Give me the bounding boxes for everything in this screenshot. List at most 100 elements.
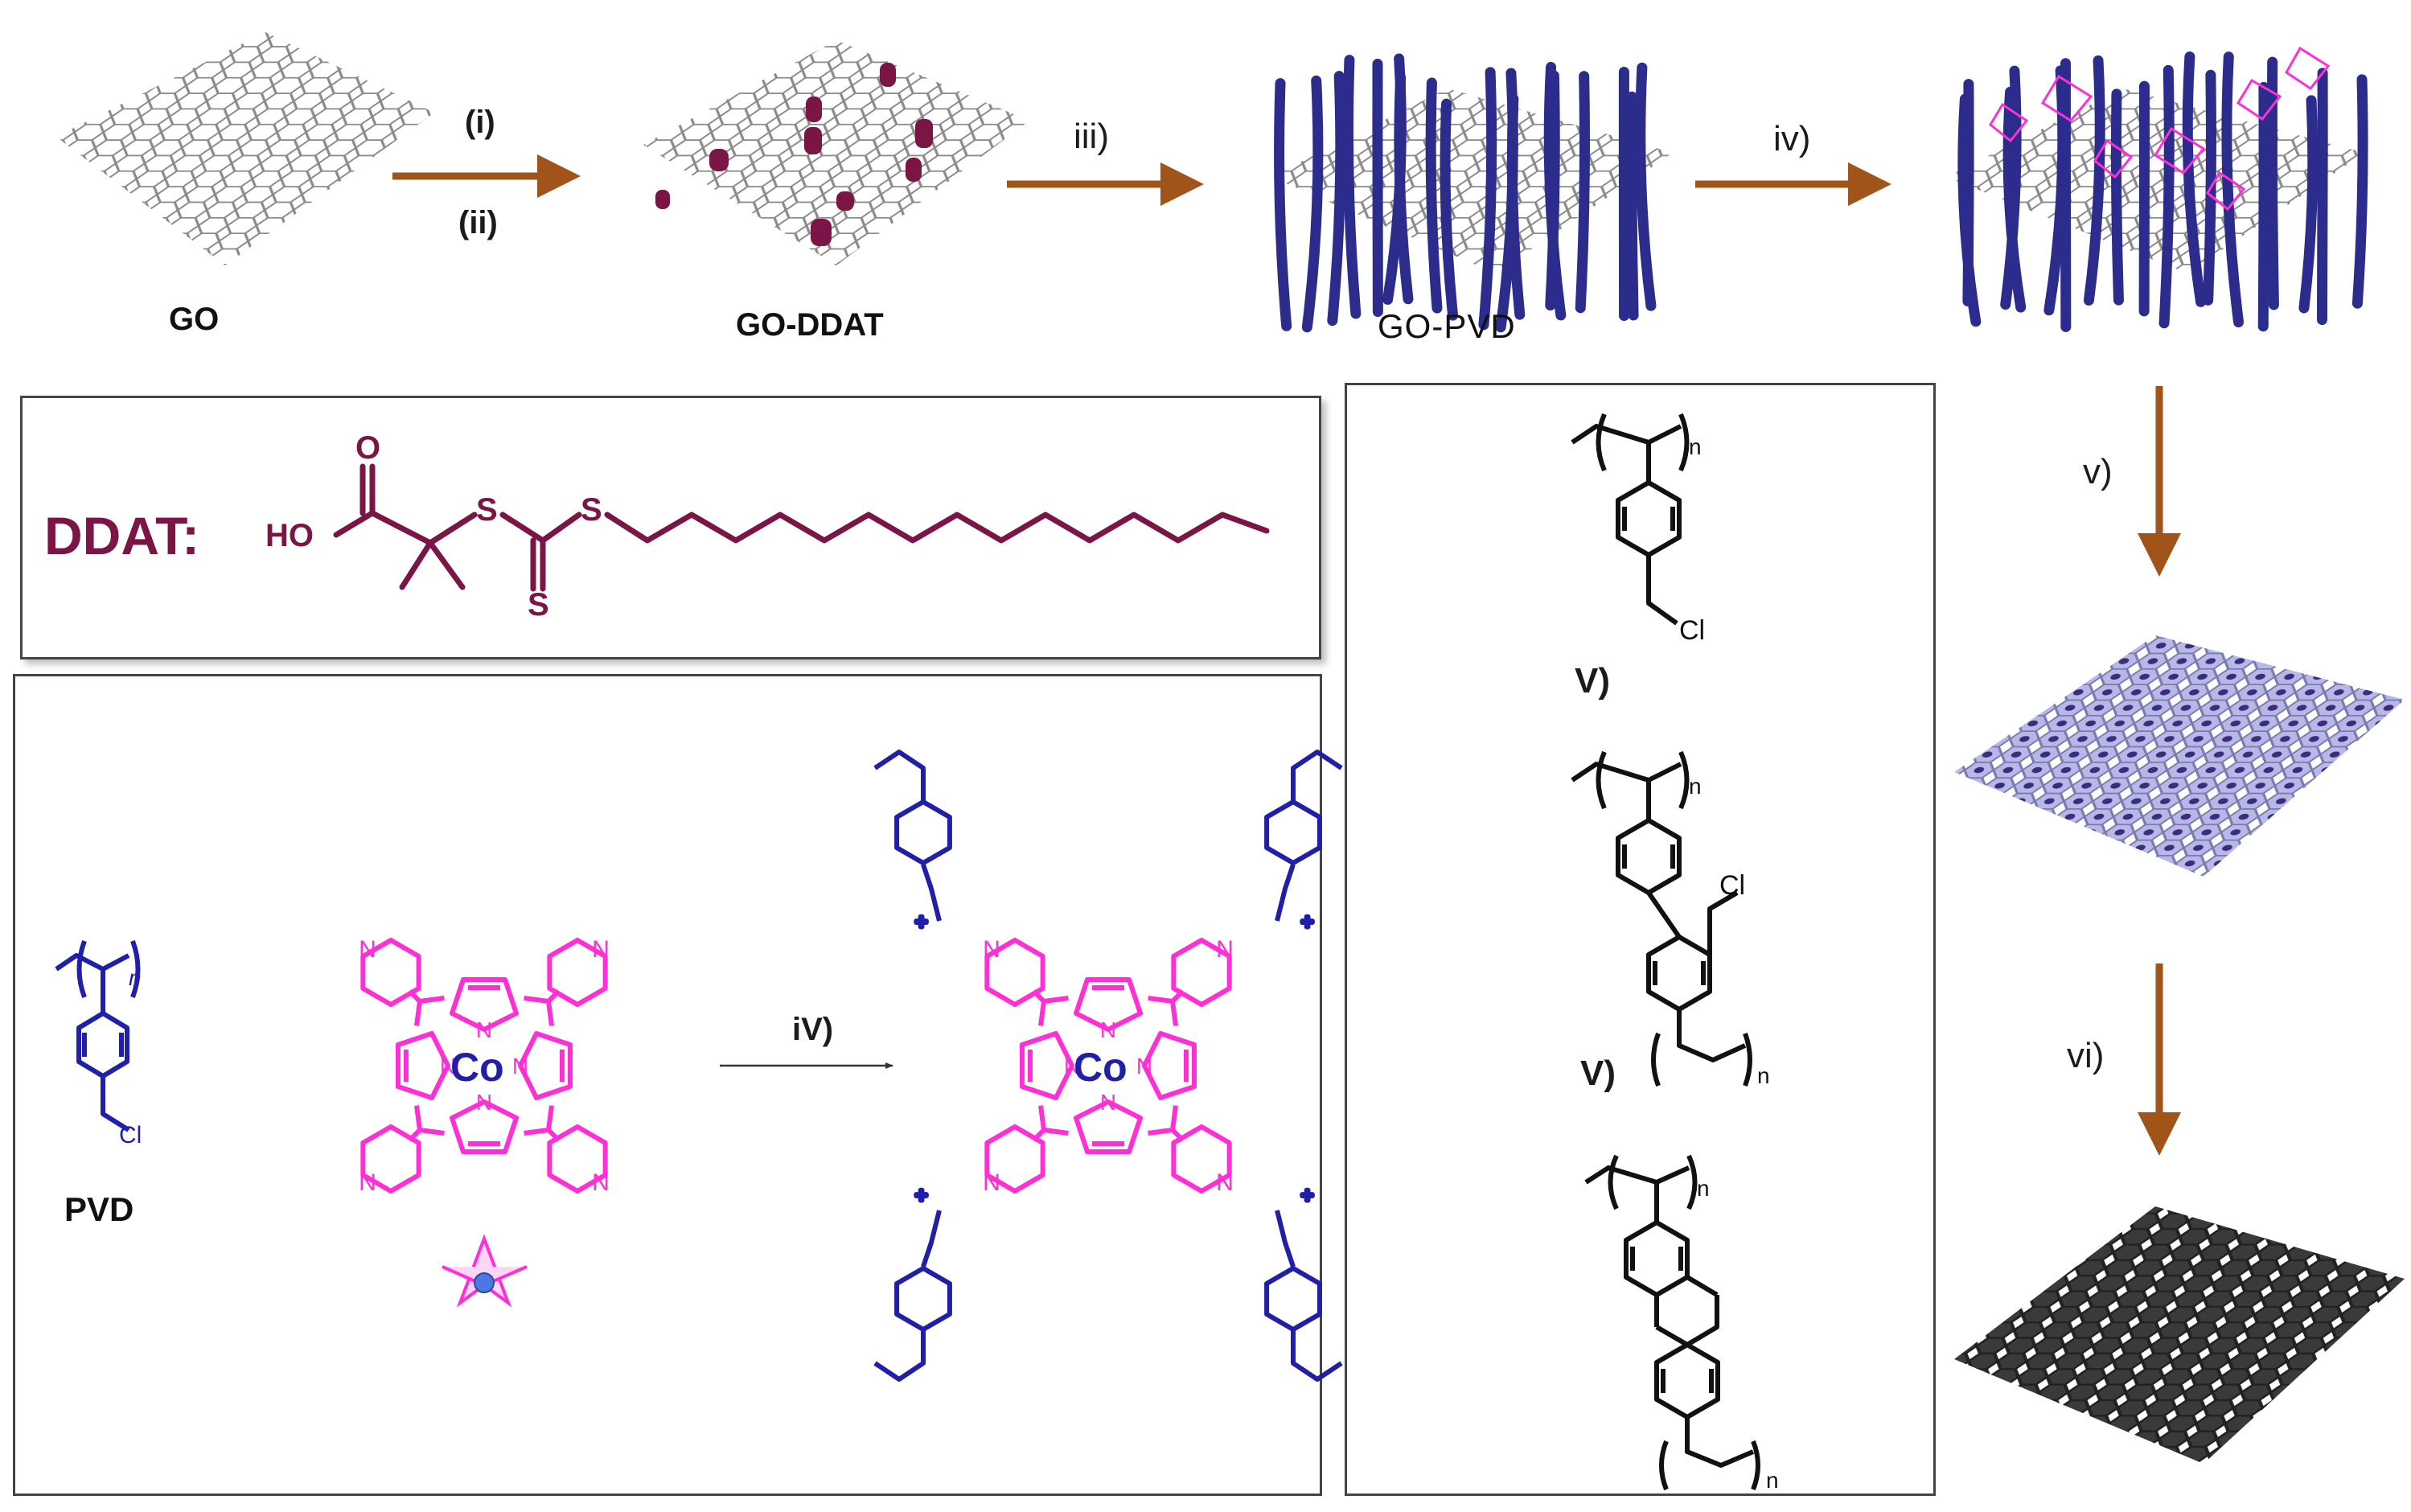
ddat-pills bbox=[655, 63, 933, 246]
step-i-label: (i) bbox=[465, 105, 495, 140]
polymer-backbone bbox=[873, 750, 926, 802]
crosslink-panel bbox=[1345, 383, 1936, 1496]
polymer-backbone bbox=[1291, 750, 1343, 802]
pvd-cl: Cl bbox=[119, 1122, 142, 1148]
pyrrole-ring bbox=[1142, 1031, 1197, 1100]
benzene-ring bbox=[894, 799, 952, 865]
polymer-rod bbox=[1635, 62, 1657, 311]
step-ii-label: (ii) bbox=[458, 205, 498, 240]
polymer-rod bbox=[1425, 77, 1443, 314]
pyridinium-charge: + bbox=[915, 1183, 927, 1207]
n-2: n bbox=[1689, 774, 1702, 799]
crosslinked-sheet bbox=[1954, 635, 2405, 877]
go-label: GO bbox=[169, 302, 220, 337]
pyrrole-ring bbox=[450, 1099, 519, 1154]
polymer-rod bbox=[1543, 61, 1567, 321]
co-right: Co bbox=[1074, 1045, 1127, 1090]
step-v-mid2-label: V) bbox=[1580, 1054, 1616, 1093]
polymer-rod bbox=[1327, 71, 1346, 327]
polymer-rod bbox=[1575, 71, 1590, 314]
polymer-rod bbox=[1626, 91, 1639, 321]
benzyl-linker bbox=[1275, 1210, 1296, 1268]
ddat-s1: S bbox=[476, 492, 498, 528]
benzyl-linker bbox=[921, 864, 942, 922]
porphyrin-panel bbox=[13, 674, 1322, 1496]
pvd-rods bbox=[1274, 53, 1657, 333]
nitrogen-atom: N bbox=[1100, 1090, 1116, 1115]
n-5: n bbox=[1766, 1468, 1779, 1493]
polymer-backbone bbox=[873, 1329, 926, 1382]
polymer-rod bbox=[1440, 98, 1459, 321]
pyridine-nitrogen: N bbox=[592, 936, 610, 963]
polymer-backbone bbox=[1291, 1329, 1343, 1382]
nitrogen-atom: N bbox=[1064, 1054, 1080, 1079]
step-v-label: v) bbox=[2083, 452, 2113, 491]
porphyrin-marks bbox=[1989, 46, 2331, 212]
pyridine-ring bbox=[984, 938, 1045, 1007]
n-3: n bbox=[1757, 1063, 1770, 1088]
pyrrole-ring bbox=[396, 1031, 450, 1100]
ddat-s2: S bbox=[581, 492, 602, 528]
ddat-title: DDAT: bbox=[44, 506, 200, 565]
n-4: n bbox=[1697, 1176, 1710, 1201]
pyridinium-charge: + bbox=[915, 910, 927, 934]
pyridine-nitrogen: N bbox=[1216, 936, 1234, 963]
cl-1: Cl bbox=[1679, 615, 1706, 646]
polymer-rod bbox=[2002, 86, 2027, 313]
benzene-ring bbox=[1264, 799, 1322, 865]
benzyl-linker bbox=[921, 1210, 942, 1268]
polymer-rod bbox=[1342, 55, 1362, 319]
go-sheet bbox=[56, 32, 434, 265]
nitrogen-atom: N bbox=[476, 1017, 492, 1042]
pyridine-nitrogen: N bbox=[359, 936, 376, 963]
co-left: Co bbox=[450, 1045, 504, 1090]
pvd-n: n bbox=[129, 965, 142, 990]
pyridine-ring bbox=[1171, 938, 1232, 1007]
pyridine-nitrogen: N bbox=[1216, 1169, 1234, 1196]
polymer-rod bbox=[2298, 95, 2319, 314]
pvd-label: PVD bbox=[64, 1190, 134, 1228]
nitrogen-atom: N bbox=[512, 1054, 528, 1079]
polymer-rod bbox=[2158, 64, 2175, 329]
polymer-rod bbox=[2316, 68, 2328, 326]
step-iv-bottom-label: iV) bbox=[792, 1012, 834, 1047]
pyridine-nitrogen: N bbox=[592, 1169, 610, 1196]
step-iv-label: iv) bbox=[1773, 119, 1811, 158]
pyridine-ring bbox=[984, 1124, 1045, 1194]
nitrogen-atom: N bbox=[476, 1090, 492, 1115]
pyrrole-ring bbox=[518, 1031, 573, 1100]
pyrrole-ring bbox=[1074, 1099, 1143, 1154]
step-v-mid1-label: V) bbox=[1575, 661, 1610, 701]
go-ddat-label: GO-DDAT bbox=[736, 307, 884, 343]
polymer-rod bbox=[1957, 93, 1982, 327]
anion-symbol bbox=[442, 1234, 528, 1308]
go-pvd-sheet bbox=[1271, 88, 1673, 273]
n-1: n bbox=[1689, 434, 1702, 459]
polymer-rod bbox=[1478, 67, 1497, 331]
pyrrole-ring bbox=[450, 977, 519, 1032]
pyridine-nitrogen: N bbox=[359, 1169, 376, 1196]
polymer-rod bbox=[2083, 55, 2105, 306]
pyridine-nitrogen: N bbox=[983, 936, 1000, 963]
pyridine-ring bbox=[360, 1124, 421, 1194]
carbon-sheet bbox=[1954, 1206, 2405, 1464]
ddat-o: O bbox=[355, 430, 381, 466]
go-pvd-label: GO-PVD bbox=[1378, 307, 1516, 345]
polymer-rod bbox=[1506, 93, 1526, 320]
pyridine-ring bbox=[360, 938, 421, 1007]
cl-2: Cl bbox=[1719, 870, 1746, 901]
polymer-rod bbox=[1394, 72, 1414, 305]
nitrogen-atom: N bbox=[440, 1054, 456, 1079]
polymer-rod bbox=[2221, 51, 2245, 328]
polymer-rod bbox=[2000, 65, 2022, 310]
polymer-rod bbox=[2351, 74, 2368, 309]
ddat-s3: S bbox=[528, 587, 549, 622]
polymer-rod bbox=[1301, 75, 1324, 333]
